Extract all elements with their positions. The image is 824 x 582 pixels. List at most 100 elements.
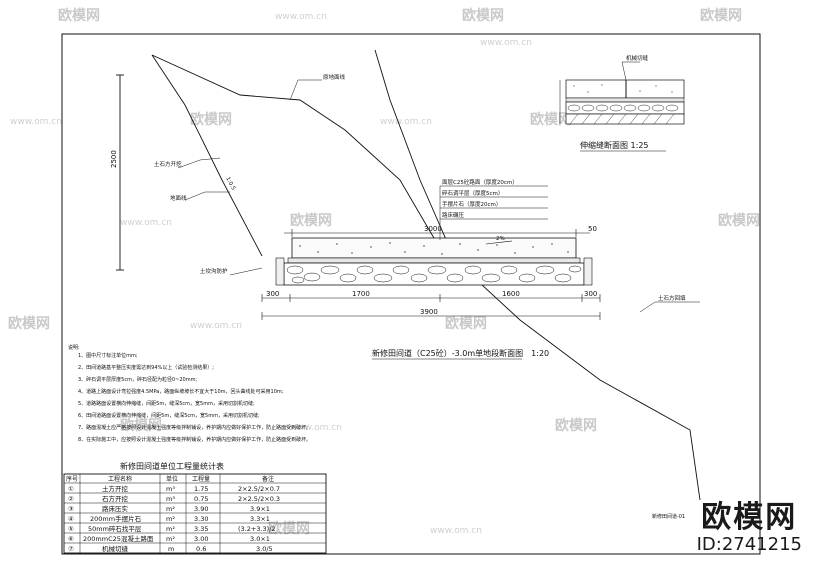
- table-cell: 3.9×1: [250, 505, 270, 513]
- table-cell: m³: [166, 495, 175, 503]
- table-cell: 3.90: [194, 505, 208, 513]
- watermark: 欧模网: [58, 7, 100, 24]
- watermark: 欧模网: [120, 417, 162, 434]
- table-row: ② 石方开挖 m³ 0.75 2×2.5/2×0.3: [68, 494, 280, 503]
- section-title: 新修田间道（C25砼）-3.0m单地段断面图 1:20: [372, 348, 549, 358]
- watermark-url: www.om.cn: [480, 38, 532, 48]
- sheet-border: [61, 33, 761, 555]
- label-slope: 1:0.5: [224, 176, 236, 192]
- table-cell: ①: [68, 485, 74, 493]
- layer-label-3: 手摆片石（厚度20cm）: [442, 200, 501, 208]
- table-cell: ④: [68, 515, 74, 523]
- table-cell: ⑥: [68, 535, 74, 543]
- watermark: 欧模网: [555, 417, 597, 434]
- leader-lines: [177, 79, 700, 313]
- watermark-url: www.om.cn: [380, 117, 432, 127]
- watermark-url: www.om.cn: [120, 218, 172, 228]
- notes: 说明: 1、图中尺寸标注单位mm; 2、田间道路基平整压实度需达到94%以上（试…: [68, 344, 311, 443]
- layer-label-2: 碎石调平层（厚度5cm）: [442, 189, 503, 197]
- table-cell: 3.35: [194, 525, 208, 533]
- table-cell: 0.6: [196, 545, 206, 553]
- note-item: 2、田间道路基平整压实度需达到94%以上（试验检测结果）;: [78, 364, 214, 371]
- table-cell: m²: [166, 535, 175, 543]
- note-item: 1、图中尺寸标注单位mm;: [78, 352, 138, 359]
- table-cell: ③: [68, 505, 74, 513]
- dim-1700: 1700: [352, 290, 370, 298]
- table-header: 单位: [166, 475, 178, 483]
- table-header: 序号: [66, 475, 78, 483]
- note-item: 3、碎石调平层厚度5cm，碎石径配为粒径0~20mm;: [78, 376, 197, 383]
- note-item: 4、道路上路面设计弯拉强度4.5MPa，路面纵坡坡长不宜大于10m，回头曲线处可…: [78, 388, 284, 395]
- watermark: 欧模网: [718, 212, 760, 229]
- watermark: 欧模网: [290, 212, 332, 229]
- table-cell: (3.2+3.3)/2: [238, 525, 276, 533]
- watermark: 欧模网: [700, 7, 742, 24]
- table-cell: m²: [166, 525, 175, 533]
- table-cell: 3.30: [194, 515, 208, 523]
- table-cell: 路床压实: [102, 504, 129, 513]
- watermark: 欧模网: [530, 111, 572, 128]
- dim-slope-pct: 2%: [496, 236, 505, 242]
- watermark-url: www.om.cn: [290, 423, 342, 433]
- joint-label: 机械切缝: [626, 54, 649, 62]
- watermark: 欧模网: [462, 7, 504, 24]
- watermark-url: www.om.cn: [430, 526, 482, 536]
- table-cell: 50mm碎石找平层: [88, 524, 142, 533]
- watermark-url: www.om.cn: [275, 12, 327, 22]
- brand-watermark: 欧模网 ID:2741215: [697, 502, 802, 556]
- table-header: 备注: [262, 475, 274, 483]
- table-row: ④ 200mm手摆片石 m² 3.30 3.3×1: [68, 514, 270, 523]
- table-cell: 机械切缝: [102, 544, 129, 553]
- table-cell: 3.3×1: [250, 515, 270, 523]
- note-item: 7、路面混凝土应严格按照设计混凝土强度等级拌制铺设，养护期内应做好保护工作，防止…: [78, 424, 308, 431]
- table-cell: 2×2.5/2×0.3: [238, 495, 280, 503]
- table-cell: m: [168, 545, 174, 553]
- table-cell: m³: [166, 485, 175, 493]
- watermark: 欧模网: [8, 315, 50, 332]
- table-row: ⑦ 机械切缝 m 0.6 3.0/5: [68, 544, 273, 553]
- watermark-url: www.om.cn: [190, 321, 242, 331]
- table-cell: 3.0/5: [256, 545, 273, 553]
- drawing-name: 新修田间道-01: [652, 513, 685, 520]
- dimension-lines: [261, 229, 601, 320]
- note-item: 5、道路路面设置横向伸缩缝，间距5m，缝深5cm，宽5mm，采用切割机切缝;: [78, 400, 255, 407]
- brand-logo: 欧模网: [701, 500, 798, 535]
- watermark: 欧模网: [190, 111, 232, 128]
- table-cell: 石方开挖: [102, 494, 129, 503]
- table-cell: 200mmC25混凝土路面: [83, 534, 154, 543]
- road-section: 2%: [275, 236, 593, 286]
- table-cell: 2×2.5/2×0.7: [238, 485, 280, 493]
- label-earth-cut-line: 土石方回填: [658, 294, 686, 302]
- notes-heading: 说明:: [68, 344, 80, 351]
- dim-300-right: 300: [584, 290, 597, 298]
- quantity-table: 新修田间道单位工程量统计表 序号 工程名称 单位 工程量 备注 ① 土方开挖 m…: [63, 461, 327, 554]
- table-cell: 土方开挖: [102, 484, 129, 493]
- dim-300-left: 300: [266, 290, 279, 298]
- dim-height: 2500: [110, 150, 118, 168]
- table-cell: m²: [166, 515, 175, 523]
- dim-top-width: 3000: [424, 225, 442, 233]
- watermark: 欧模网: [445, 315, 487, 332]
- table-cell: 200mm手摆片石: [90, 514, 142, 523]
- table-row: ③ 路床压实 m² 3.90 3.9×1: [68, 504, 270, 513]
- dim-top-end: 50: [588, 225, 597, 233]
- table-cell: 0.75: [194, 495, 208, 503]
- note-item: 6、田间道路面设置横向伸缩缝，间距5m，缝深5cm，宽5mm，采用切割机切缝;: [78, 412, 260, 419]
- label-original-ground: 原地面线: [323, 73, 346, 81]
- joint-detail: [559, 61, 685, 125]
- table-row: ⑤ 50mm碎石找平层 m² 3.35 (3.2+3.3)/2: [68, 524, 276, 533]
- dim-total: 3900: [420, 308, 438, 316]
- layer-callouts: [439, 185, 548, 240]
- brand-id: ID:2741215: [696, 534, 802, 555]
- table-cell: 3.00: [194, 535, 208, 543]
- table-title: 新修田间道单位工程量统计表: [120, 461, 224, 471]
- table-row: ⑥ 200mmC25混凝土路面 m² 3.00 3.0×1: [68, 534, 270, 543]
- label-ditch: 土坎沟防护: [200, 267, 228, 275]
- table-cell: 1.75: [194, 485, 208, 493]
- watermark-url: www.om.cn: [10, 117, 62, 127]
- table-cell: 3.0×1: [250, 535, 270, 543]
- layer-label-4: 路床碾压: [442, 211, 465, 219]
- table-cell: ②: [68, 495, 74, 503]
- table-row: ① 土方开挖 m³ 1.75 2×2.5/2×0.7: [68, 484, 280, 493]
